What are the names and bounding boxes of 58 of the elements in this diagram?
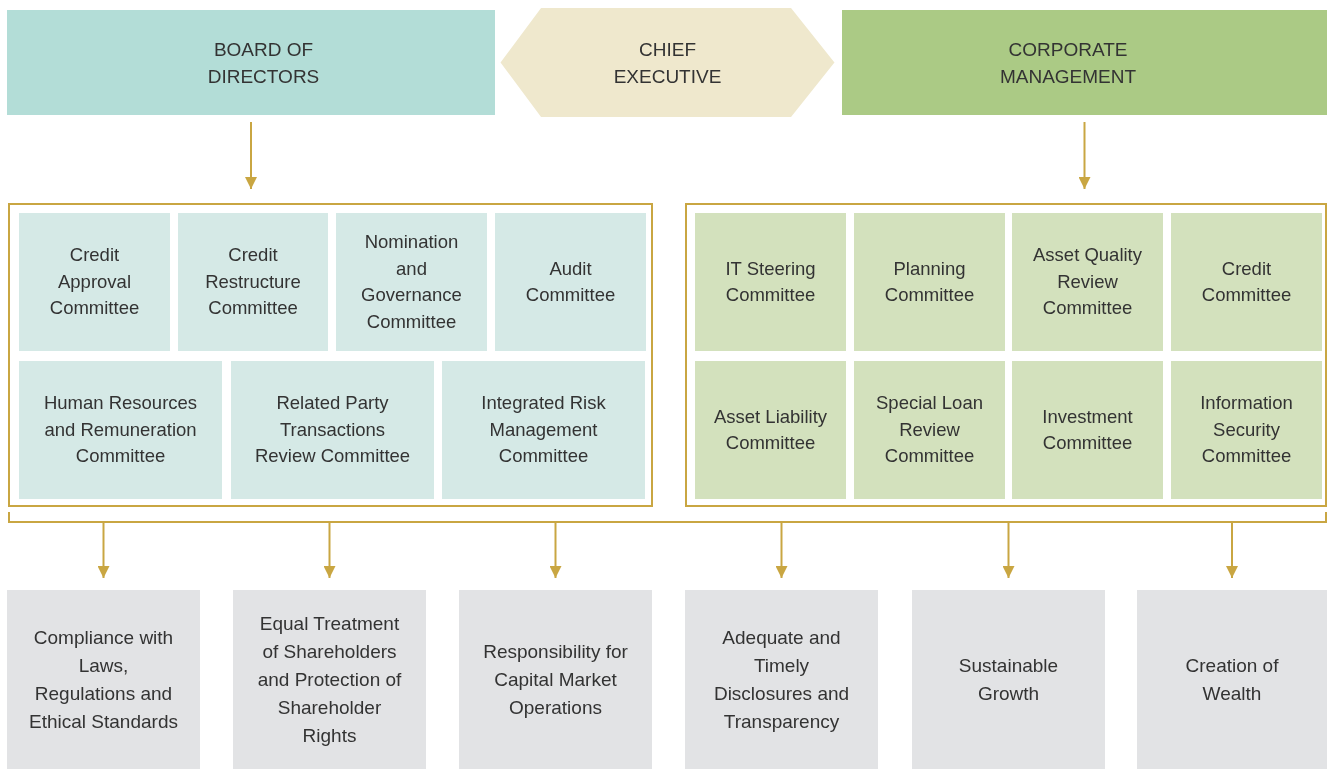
arrow [97, 522, 110, 579]
group-frame [685, 203, 1327, 507]
node-text: Related Party Transactions Review Committee [253, 391, 412, 469]
node-text: CHIEF EXECUTIVE [612, 37, 723, 89]
committee-box [442, 361, 645, 499]
node-text: Investment Committee [1041, 404, 1134, 455]
node-text: Planning Committee [883, 256, 976, 307]
principle-box [233, 590, 426, 769]
committee-box [495, 213, 646, 351]
arrow [775, 522, 788, 579]
node-text: Credit Approval Committee [48, 243, 141, 321]
node-text: Sustainable Growth [957, 653, 1060, 706]
node-text: Human Resources and Remuneration Committee [42, 391, 199, 469]
node-text: Special Loan Review Committee [875, 391, 984, 469]
committee-box [695, 361, 846, 499]
node-text: Asset Quality Review Committee [1032, 243, 1143, 321]
node-text: CORPORATE MANAGEMENT [998, 37, 1138, 89]
node-text: Compliance with Laws, Regulations and Ethical Standards [28, 625, 179, 734]
committee-box [1171, 213, 1322, 351]
node-text: Information Security Committee [1199, 391, 1294, 469]
node-text: Audit Committee [524, 256, 617, 307]
committee-box [1171, 361, 1322, 499]
node-text: Integrated Risk Management Committee [480, 391, 607, 469]
node-text: Nomination and Governance Committee [360, 230, 463, 334]
bracket-bar [8, 512, 1327, 523]
committee-box [854, 361, 1005, 499]
node-text: Credit Committee [1200, 256, 1293, 307]
arrow [1078, 121, 1091, 190]
node-text: Asset Liability Committee [712, 404, 829, 455]
committee-box [1012, 213, 1163, 351]
principle-box [912, 590, 1105, 769]
node-text: Responsibility for Capital Market Operations [482, 639, 629, 720]
committee-box [178, 213, 328, 351]
committee-box [336, 213, 487, 351]
node-text: Adequate and Timely Disclosures and Transparency [712, 625, 851, 734]
group-frame [8, 203, 653, 507]
node-text: Credit Restructure Committee [204, 243, 302, 321]
committee-box [1012, 361, 1163, 499]
node-text: IT Steering Committee [724, 256, 817, 307]
arrow [1226, 522, 1238, 579]
arrow [1002, 522, 1015, 579]
principle-box [459, 590, 652, 769]
node-text: Equal Treatment of Shareholders and Protection of Shareholder Rights [256, 611, 403, 748]
header-band [7, 10, 495, 115]
arrow [245, 121, 257, 190]
committee-box [695, 213, 846, 351]
committee-box [19, 213, 170, 351]
arrow [549, 522, 562, 579]
arrow [323, 522, 336, 579]
node-text: Creation of Wealth [1184, 653, 1280, 706]
principle-box [7, 590, 200, 769]
committee-box [19, 361, 222, 499]
principle-box [1137, 590, 1327, 769]
committee-box [231, 361, 434, 499]
principle-box [685, 590, 878, 769]
header-band [842, 10, 1327, 115]
node-text: BOARD OF DIRECTORS [206, 37, 321, 89]
committee-box [854, 213, 1005, 351]
